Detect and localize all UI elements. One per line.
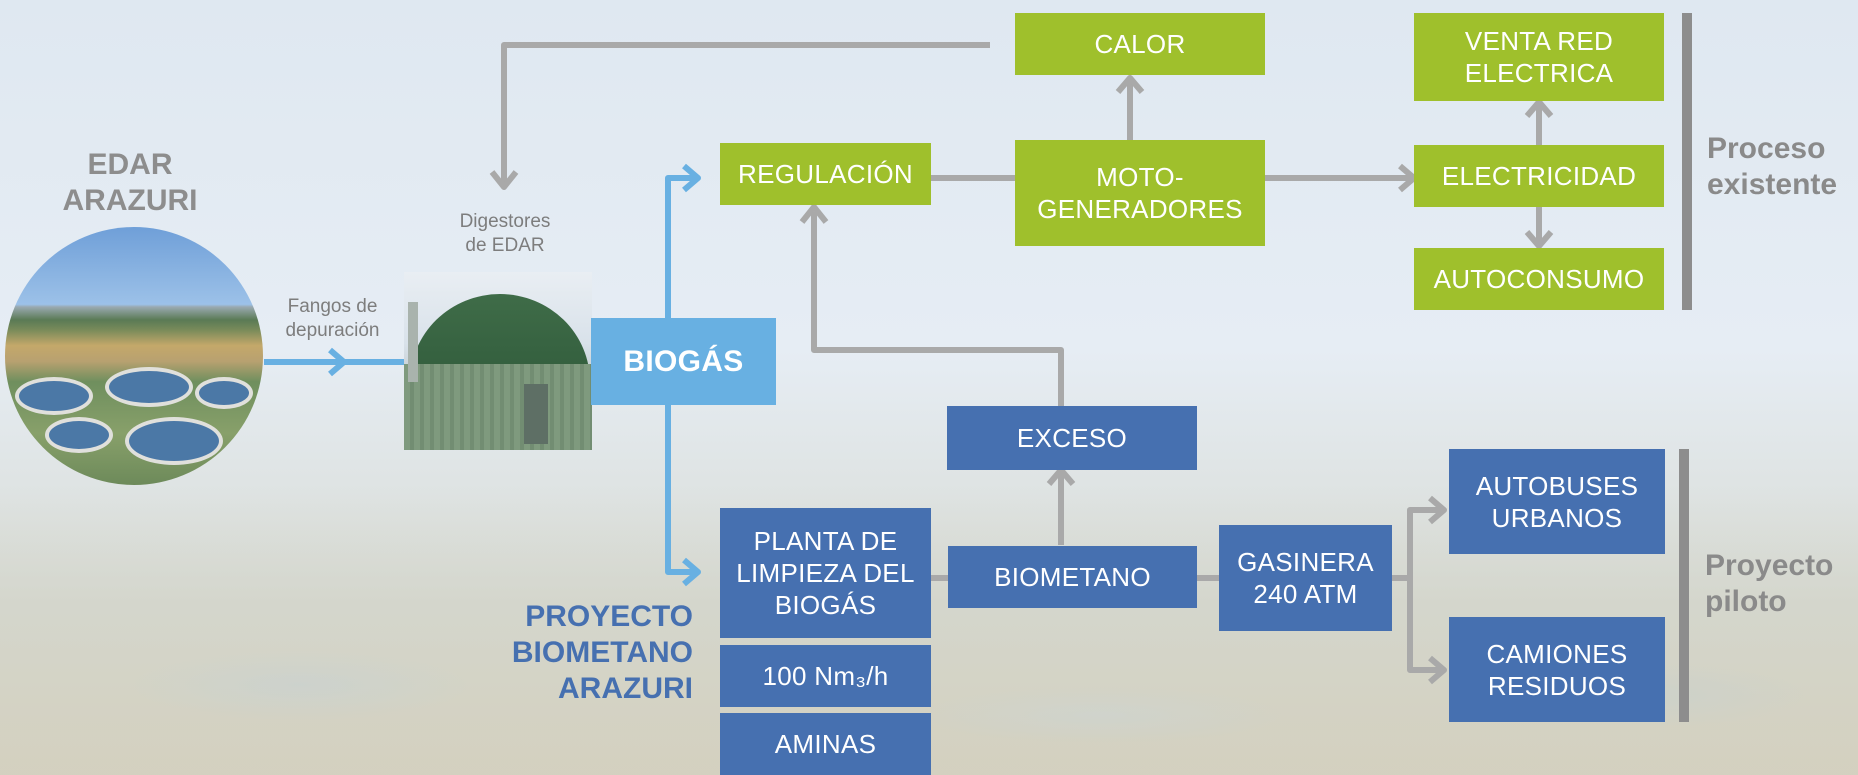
exceso-box: EXCESO [947,406,1197,470]
proyecto-piloto-label: Proyecto piloto [1705,549,1834,618]
biogas-planta-line [665,405,698,575]
biometano-exceso-arrowhead [1046,467,1076,486]
regulacion-box: REGULACIÓN [720,143,931,205]
gasinera-box: GASINERA 240 ATM [1219,525,1392,631]
planta-limpieza-box: PLANTA DE LIMPIEZA DEL BIOGÁS [720,508,931,638]
biogas-regulacion-line [665,175,698,318]
electricidad-autoconsumo-arrowhead [1524,230,1554,249]
digester-photo [404,272,592,450]
electricidad-venta-arrowhead [1524,99,1554,118]
fork-autobuses-arrowhead [1428,495,1447,525]
calor-return-line [501,42,990,185]
proyecto-piloto-bracket [1679,449,1689,722]
aminas-box: AMINAS [720,713,931,775]
calor-return-arrowhead [489,170,519,190]
fork-vertical-line [1407,507,1440,673]
edar-title: EDAR ARAZURI [62,148,198,217]
biogas-regulacion-arrowhead [682,163,701,193]
calor-box: CALOR [1015,13,1265,75]
motogeneradores-box: MOTO- GENERADORES [1015,140,1265,246]
venta-red-box: VENTA RED ELECTRICA [1414,13,1664,101]
proceso-existente-label: Proceso existente [1707,132,1838,201]
autobuses-box: AUTOBUSES URBANOS [1449,449,1665,554]
fork-camiones-arrowhead [1428,655,1447,685]
biogas-box: BIOGÁS [591,318,776,405]
biogas-planta-arrowhead [682,557,701,587]
proyecto-biometano-label: PROYECTO BIOMETANO ARAZURI [511,600,693,705]
exceso-regulacion-arrowhead [799,204,829,224]
camiones-box: CAMIONES RESIDUOS [1449,617,1665,722]
fangos-label: Fangos de depuración [285,296,380,341]
fangos-arrowhead [328,347,347,377]
capacidad-box: 100 Nm₃/h [720,645,931,707]
exceso-regulacion-line [811,212,1064,406]
electricidad-box: ELECTRICIDAD [1414,145,1664,207]
proceso-existente-bracket [1682,13,1692,310]
digestores-label: Digestores de EDAR [459,211,551,256]
autoconsumo-box: AUTOCONSUMO [1414,248,1664,310]
biometano-box: BIOMETANO [948,546,1197,608]
moto-calor-arrowhead [1115,75,1145,94]
edar-aerial-photo [5,227,263,485]
